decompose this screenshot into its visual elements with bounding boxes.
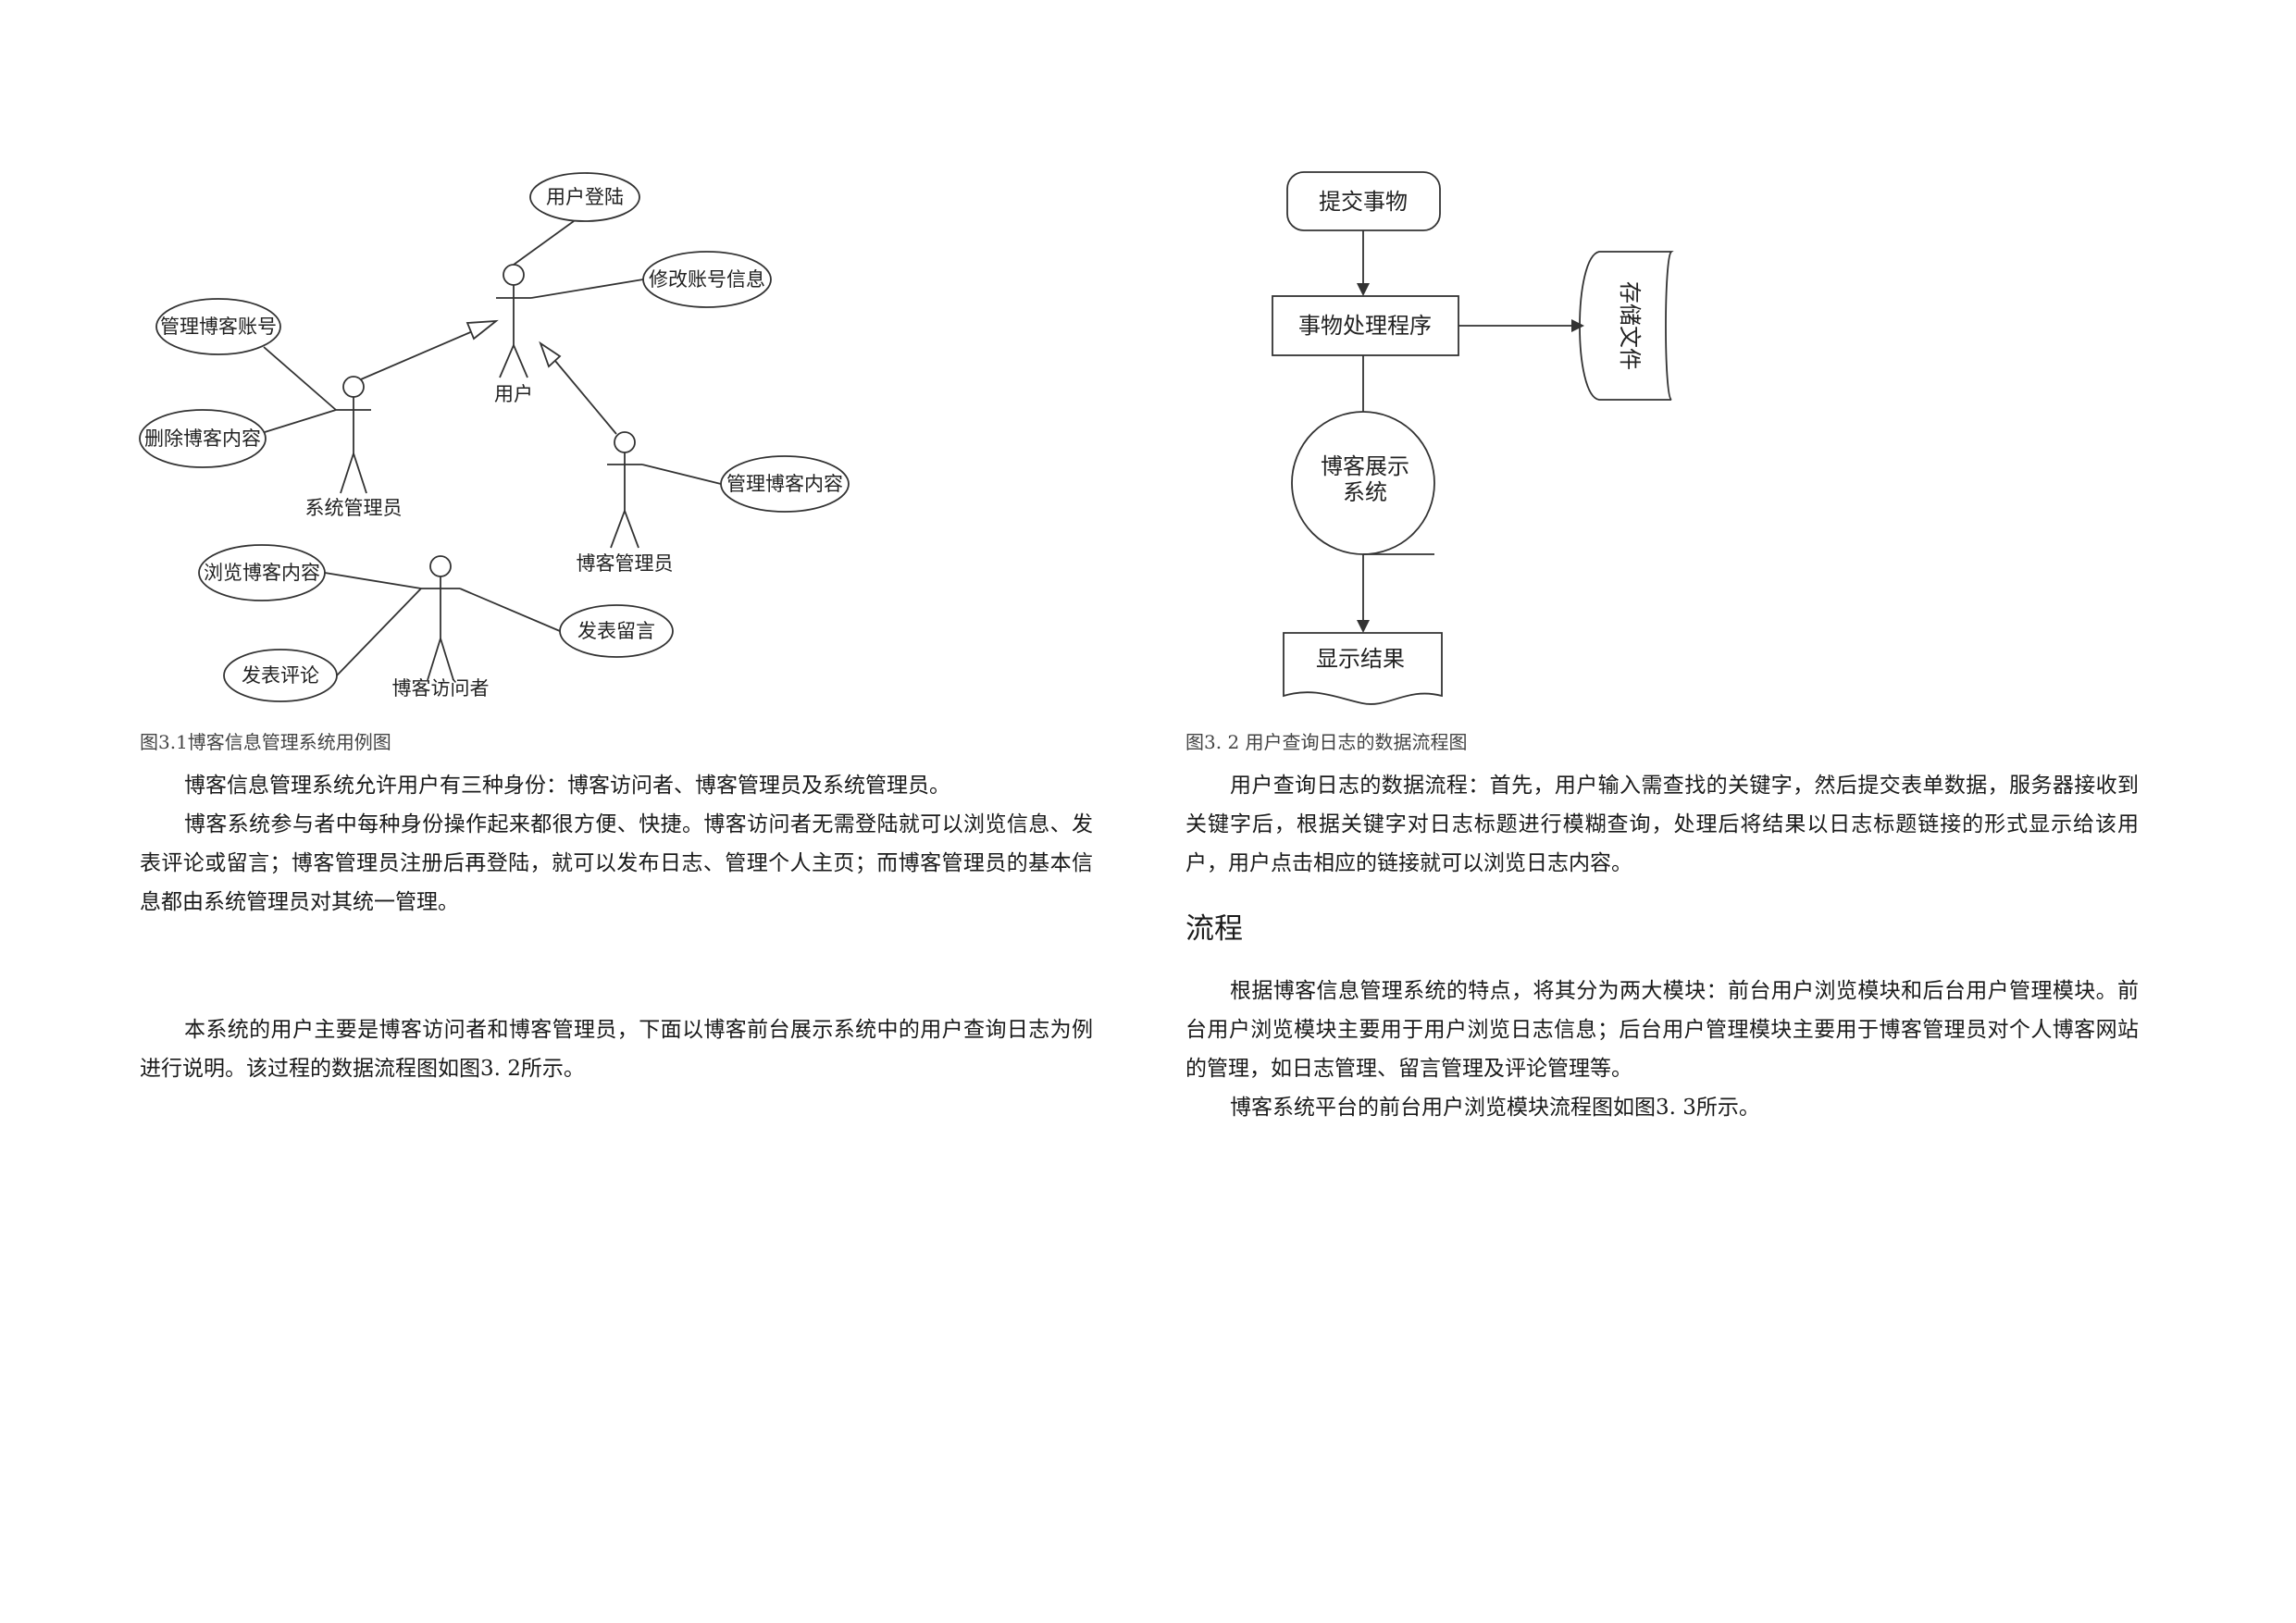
right-paragraph-1: 用户查询日志的数据流程：首先，用户输入需查找的关键字，然后提交表单数据，服务器接… (1185, 774, 2139, 875)
usecase-delete-blog-content (139, 409, 267, 468)
dataflow-system-label-2: 系统 (1343, 479, 1387, 505)
actor-blog-admin-figure (607, 431, 642, 549)
actor-blog-visitor-label: 博客访问者 (392, 677, 490, 700)
actor-blog-visitor-figure (421, 555, 460, 681)
dataflow-storage-label: 存储文件 (1617, 281, 1643, 370)
actor-system-admin-label: 系统管理员 (305, 497, 403, 519)
usecase-post-comment-label: 发表评论 (242, 664, 319, 687)
actor-user-figure (496, 264, 531, 378)
dataflow-submit-label: 提交事物 (1319, 189, 1408, 215)
right-paragraph-3: 博客系统平台的前台用户浏览模块流程图如图3. 3所示。 (1230, 1096, 1760, 1120)
dataflow-storage-shape (1579, 251, 1674, 401)
right-paragraph-2: 根据博客信息管理系统的特点，将其分为两大模块：前台用户浏览模块和后台用户管理模块… (1185, 979, 2139, 1081)
section-heading: 流程 (1185, 912, 1243, 946)
usecase-delete-blog-content-label: 删除博客内容 (144, 427, 261, 450)
usecase-modify-account-label: 修改账号信息 (649, 268, 765, 291)
actor-user-label: 用户 (494, 383, 533, 405)
actor-blog-admin-label: 博客管理员 (577, 552, 674, 575)
actor-system-admin-figure (336, 376, 371, 494)
figure-caption-3-2: 图3. 2 用户查询日志的数据流程图 (1185, 731, 1468, 753)
dataflow-result-doc (1283, 632, 1443, 705)
usecase-browse-blog-content-label: 浏览博客内容 (204, 562, 320, 584)
usecase-login (529, 172, 640, 222)
usecase-manage-blog-accounts (155, 298, 281, 355)
figure-caption-3-1: 图3.1博客信息管理系统用例图 (140, 731, 391, 753)
usecase-manage-blog-content-label: 管理博客内容 (726, 473, 843, 495)
left-paragraph-1: 博客信息管理系统允许用户有三种身份：博客访问者、博客管理员及系统管理员。 (184, 774, 950, 798)
dataflow-system-label-1: 博客展示 (1321, 453, 1409, 479)
left-paragraph-2: 博客系统参与者中每种身份操作起来都很方便、快捷。博客访问者无需登陆就可以浏览信息… (140, 812, 1093, 914)
left-paragraph-3: 本系统的用户主要是博客访问者和博客管理员，下面以博客前台展示系统中的用户查询日志… (140, 1018, 1093, 1081)
dataflow-process-label: 事物处理程序 (1298, 313, 1432, 339)
usecase-post-message-label: 发表留言 (577, 620, 655, 642)
usecase-manage-blog-accounts-label: 管理博客账号 (160, 316, 277, 338)
dataflow-diagram (1272, 171, 1674, 705)
usecase-login-label: 用户登陆 (546, 186, 624, 208)
dataflow-result-label: 显示结果 (1316, 646, 1405, 672)
